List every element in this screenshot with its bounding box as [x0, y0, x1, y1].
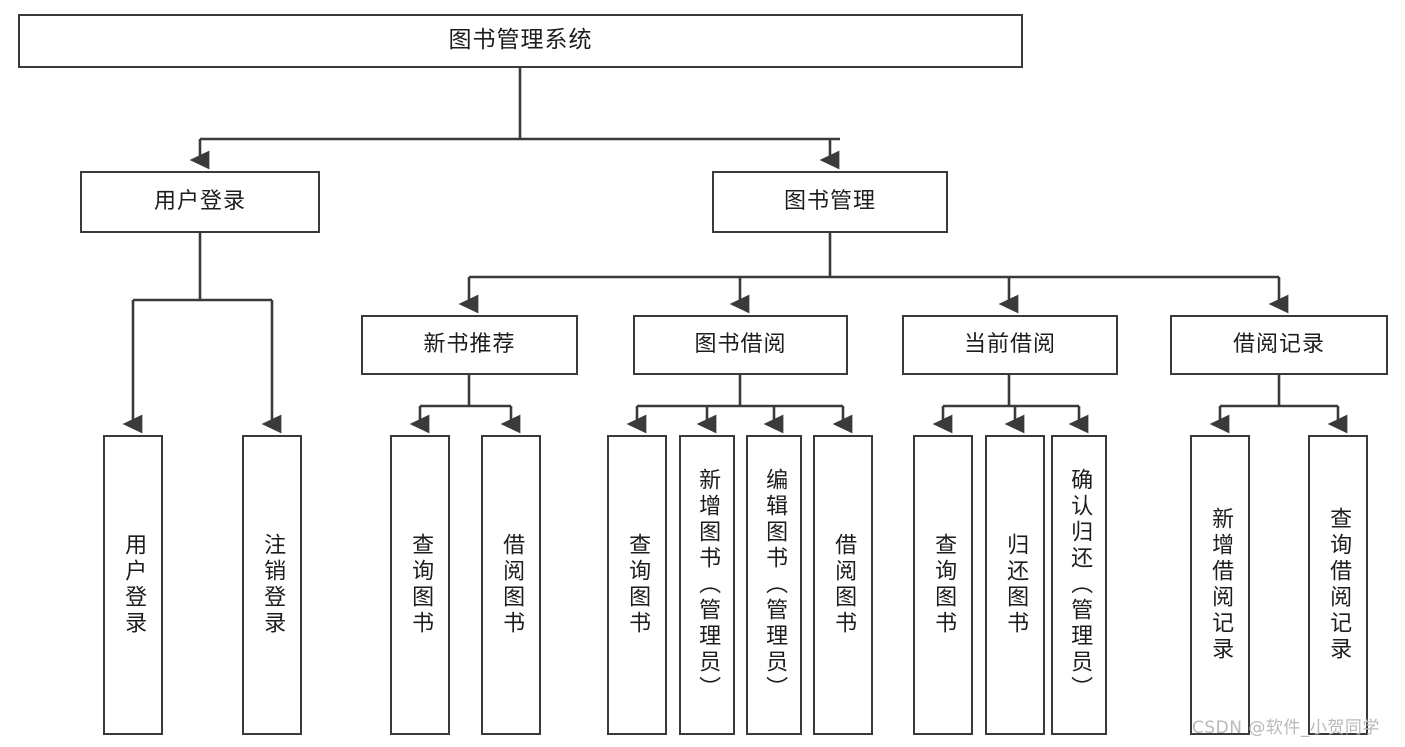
- node-leaf-user-logout[interactable]: 注销登录: [242, 435, 302, 735]
- node-leaf-query-record[interactable]: 查询借阅记录: [1308, 435, 1368, 735]
- node-leaf-edit-book-admin[interactable]: 编辑图书（管理员）: [746, 435, 802, 735]
- csdn-watermark: CSDN @软件_小贺同学: [1192, 718, 1380, 738]
- node-user-login-label: 用户登录: [153, 189, 246, 215]
- node-borrow-record-label: 借阅记录: [1232, 332, 1325, 358]
- node-leaf-add-record[interactable]: 新增借阅记录: [1190, 435, 1250, 735]
- node-leaf-query-book-3[interactable]: 查询图书: [913, 435, 973, 735]
- node-leaf-add-book-admin-label: 新增图书（管理员）: [695, 468, 721, 702]
- node-leaf-user-login[interactable]: 用户登录: [103, 435, 163, 735]
- node-new-book-rec-label: 新书推荐: [423, 332, 516, 358]
- node-leaf-borrow-book-2-label: 借阅图书: [831, 533, 857, 637]
- node-book-borrow-label: 图书借阅: [694, 332, 787, 358]
- node-leaf-borrow-book-1-label: 借阅图书: [499, 533, 525, 637]
- node-borrow-record[interactable]: 借阅记录: [1170, 315, 1388, 375]
- node-leaf-borrow-book-1[interactable]: 借阅图书: [481, 435, 541, 735]
- node-root[interactable]: 图书管理系统: [18, 14, 1023, 68]
- node-leaf-confirm-return[interactable]: 确认归还（管理员）: [1051, 435, 1107, 735]
- node-book-manage[interactable]: 图书管理: [712, 171, 948, 233]
- node-current-borrow[interactable]: 当前借阅: [902, 315, 1118, 375]
- node-leaf-borrow-book-2[interactable]: 借阅图书: [813, 435, 873, 735]
- node-leaf-confirm-return-label: 确认归还（管理员）: [1067, 468, 1093, 702]
- node-root-label: 图书管理系统: [448, 27, 593, 54]
- node-book-borrow[interactable]: 图书借阅: [633, 315, 848, 375]
- node-leaf-query-book-2[interactable]: 查询图书: [607, 435, 667, 735]
- node-leaf-query-record-label: 查询借阅记录: [1326, 507, 1352, 663]
- node-leaf-add-record-label: 新增借阅记录: [1208, 507, 1234, 663]
- node-leaf-return-book[interactable]: 归还图书: [985, 435, 1045, 735]
- node-new-book-rec[interactable]: 新书推荐: [361, 315, 578, 375]
- node-leaf-query-book-3-label: 查询图书: [931, 533, 957, 637]
- node-leaf-return-book-label: 归还图书: [1003, 533, 1029, 637]
- node-leaf-user-login-label: 用户登录: [121, 533, 147, 637]
- node-current-borrow-label: 当前借阅: [963, 332, 1056, 358]
- node-leaf-edit-book-admin-label: 编辑图书（管理员）: [762, 468, 788, 702]
- node-leaf-query-book-2-label: 查询图书: [625, 533, 651, 637]
- node-book-manage-label: 图书管理: [783, 189, 876, 215]
- node-leaf-query-book-1-label: 查询图书: [408, 533, 434, 637]
- node-user-login[interactable]: 用户登录: [80, 171, 320, 233]
- node-leaf-query-book-1[interactable]: 查询图书: [390, 435, 450, 735]
- node-leaf-add-book-admin[interactable]: 新增图书（管理员）: [679, 435, 735, 735]
- node-leaf-user-logout-label: 注销登录: [260, 533, 286, 637]
